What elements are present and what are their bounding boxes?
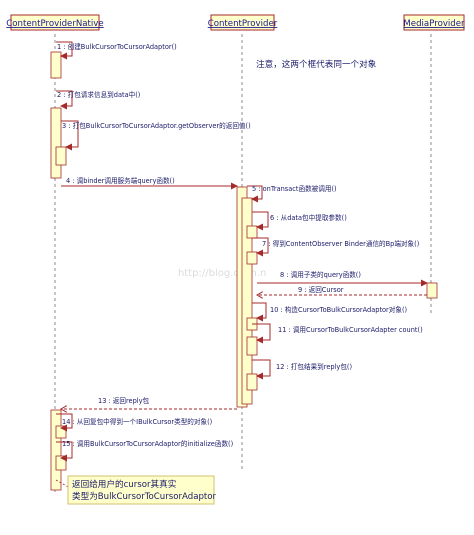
activation-bar bbox=[246, 336, 258, 356]
participant-content-provider[interactable]: ContentProvider bbox=[208, 14, 278, 31]
message-label: 9 : 返回Cursor bbox=[298, 286, 344, 294]
participant-label: MediaProvider bbox=[403, 19, 465, 29]
activation-bar bbox=[50, 409, 62, 491]
message-label: 5 : onTransact函数被调用() bbox=[252, 184, 337, 193]
activation-bar bbox=[246, 373, 258, 391]
message-label: 15 : 调用BulkCursorToCursorAdaptor的initial… bbox=[62, 439, 233, 448]
message-label: 13 : 返回reply包 bbox=[98, 396, 150, 405]
message-label: 4 : 调binder调用服务端query函数() bbox=[66, 176, 175, 185]
message-7: 7 : 得到ContentObserver Binder通信的Bp端对象() bbox=[252, 237, 419, 257]
message-8: 8 : 调用子类的query函数() bbox=[257, 270, 428, 287]
message-15: 15 : 调用BulkCursorToCursorAdaptor的initial… bbox=[56, 439, 233, 462]
message-4: 4 : 调binder调用服务端query函数() bbox=[61, 176, 238, 190]
participant-label: ContentProviderNative bbox=[6, 19, 103, 29]
message-5: 5 : onTransact函数被调用() bbox=[247, 184, 337, 203]
activation-bar bbox=[50, 51, 62, 79]
message-label: 14 : 从回复包中得到一个IBulkCursor类型的对象() bbox=[62, 417, 212, 426]
message-6: 6 : 从data包中提取参数() bbox=[252, 211, 347, 231]
note-return-type: 返回给用户的cursor其真实 类型为BulkCursorToCursorAda… bbox=[55, 475, 217, 505]
message-label: 12 : 打包结果到reply包() bbox=[276, 362, 352, 371]
message-label: 6 : 从data包中提取参数() bbox=[270, 213, 347, 222]
message-label: 11 : 调用CursorToBulkCursorAdapter count() bbox=[278, 325, 423, 334]
note-line-1: 返回给用户的cursor其真实 bbox=[72, 478, 177, 490]
activation-bar bbox=[246, 251, 258, 265]
activation-bar bbox=[241, 197, 253, 405]
message-12: 12 : 打包结果到reply包() bbox=[252, 359, 352, 380]
message-label: 1 : 创建BulkCursorToCursorAdaptor() bbox=[57, 42, 177, 51]
activation-bar bbox=[55, 146, 67, 166]
message-label: 2 : 打包请求信息到data中() bbox=[57, 90, 140, 99]
message-label: 10 : 构造CursorToBulkCursorAdaptor对象() bbox=[270, 305, 407, 314]
message-13: 13 : 返回reply包 bbox=[61, 396, 237, 409]
message-label: 3 : 打包BulkCursorToCursorAdaptor.getObser… bbox=[62, 121, 251, 130]
message-label: 8 : 调用子类的query函数() bbox=[280, 270, 361, 279]
note-same-object: 注意，这两个框代表同一个对象 bbox=[256, 58, 377, 70]
message-2: 2 : 打包请求信息到data中() bbox=[56, 90, 140, 110]
message-10: 10 : 构造CursorToBulkCursorAdaptor对象() bbox=[252, 302, 407, 322]
message-14: 14 : 从回复包中得到一个IBulkCursor类型的对象() bbox=[56, 413, 212, 432]
message-3: 3 : 打包BulkCursorToCursorAdaptor.getObser… bbox=[61, 120, 251, 151]
watermark-text: http://blog.csdn.n bbox=[178, 268, 266, 279]
note-line-2: 类型为BulkCursorToCursorAdaptor bbox=[72, 490, 217, 502]
message-label: 7 : 得到ContentObserver Binder通信的Bp端对象() bbox=[262, 239, 419, 248]
activation-bar bbox=[50, 107, 62, 179]
activation-bar bbox=[426, 282, 438, 299]
participant-label: ContentProvider bbox=[208, 19, 278, 29]
activation-bar bbox=[246, 225, 258, 239]
message-9: 9 : 返回Cursor bbox=[257, 286, 427, 295]
message-11: 11 : 调用CursorToBulkCursorAdapter count() bbox=[252, 323, 423, 344]
participant-media-provider[interactable]: MediaProvider bbox=[403, 14, 465, 31]
message-1: 1 : 创建BulkCursorToCursorAdaptor() bbox=[56, 41, 177, 60]
participant-content-provider-native[interactable]: ContentProviderNative bbox=[6, 14, 104, 31]
